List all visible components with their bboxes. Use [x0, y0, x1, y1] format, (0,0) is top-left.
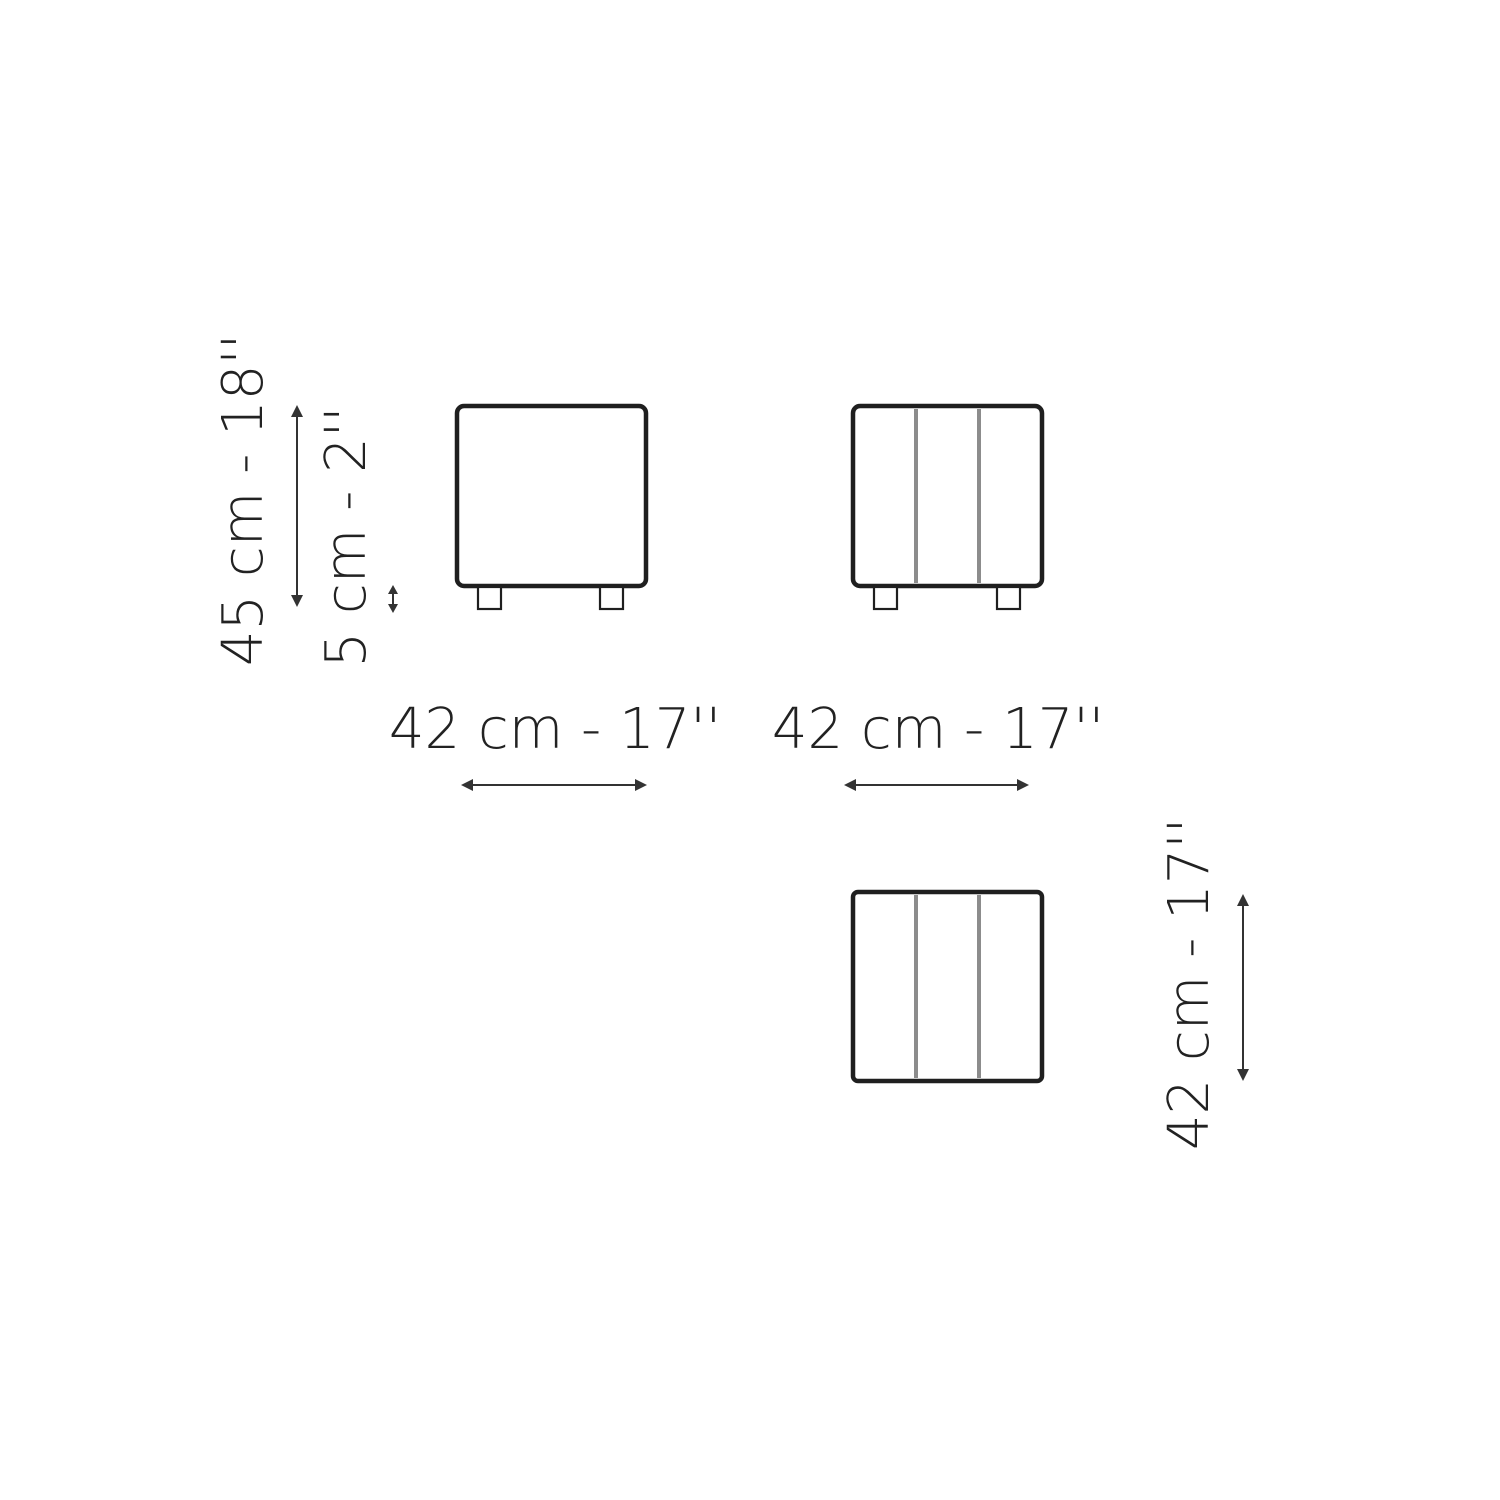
arrow-down-icon: [1237, 1069, 1249, 1081]
top-view-body: [850, 889, 1045, 1084]
front-width-dimension: 42 cm - 17'': [389, 697, 721, 791]
front-view-left-foot: [476, 585, 503, 611]
arrow-right-icon: [635, 779, 647, 791]
arrow-up-icon: [1237, 894, 1249, 906]
side-view-left-foot: [872, 585, 899, 611]
side-view: [850, 403, 1045, 611]
arrow-up-icon: [388, 585, 398, 594]
arrow-up-icon: [291, 405, 303, 417]
front-view-right-foot: [598, 585, 625, 611]
side-view-right-foot: [995, 585, 1022, 611]
foot-height-label: 5 cm - 2'': [314, 407, 379, 668]
arrow-down-icon: [291, 595, 303, 607]
overall-height-dimension: 45 cm - 18'': [211, 334, 303, 666]
arrow-down-icon: [388, 604, 398, 613]
side-view-body: [850, 403, 1045, 589]
front-width-label: 42 cm - 17'': [389, 697, 721, 762]
arrow-left-icon: [844, 779, 856, 791]
top-view: [850, 889, 1045, 1084]
foot-height-dimension: 5 cm - 2'': [314, 407, 398, 668]
arrow-left-icon: [461, 779, 473, 791]
side-depth-dimension: 42 cm - 17'': [772, 697, 1104, 791]
front-view: [454, 403, 649, 611]
side-depth-label: 42 cm - 17'': [772, 697, 1104, 762]
front-view-body: [454, 403, 649, 589]
arrow-right-icon: [1017, 779, 1029, 791]
overall-height-label: 45 cm - 18'': [211, 334, 276, 666]
top-depth-label: 42 cm - 17'': [1157, 818, 1222, 1150]
top-depth-dimension: 42 cm - 17'': [1157, 818, 1249, 1150]
